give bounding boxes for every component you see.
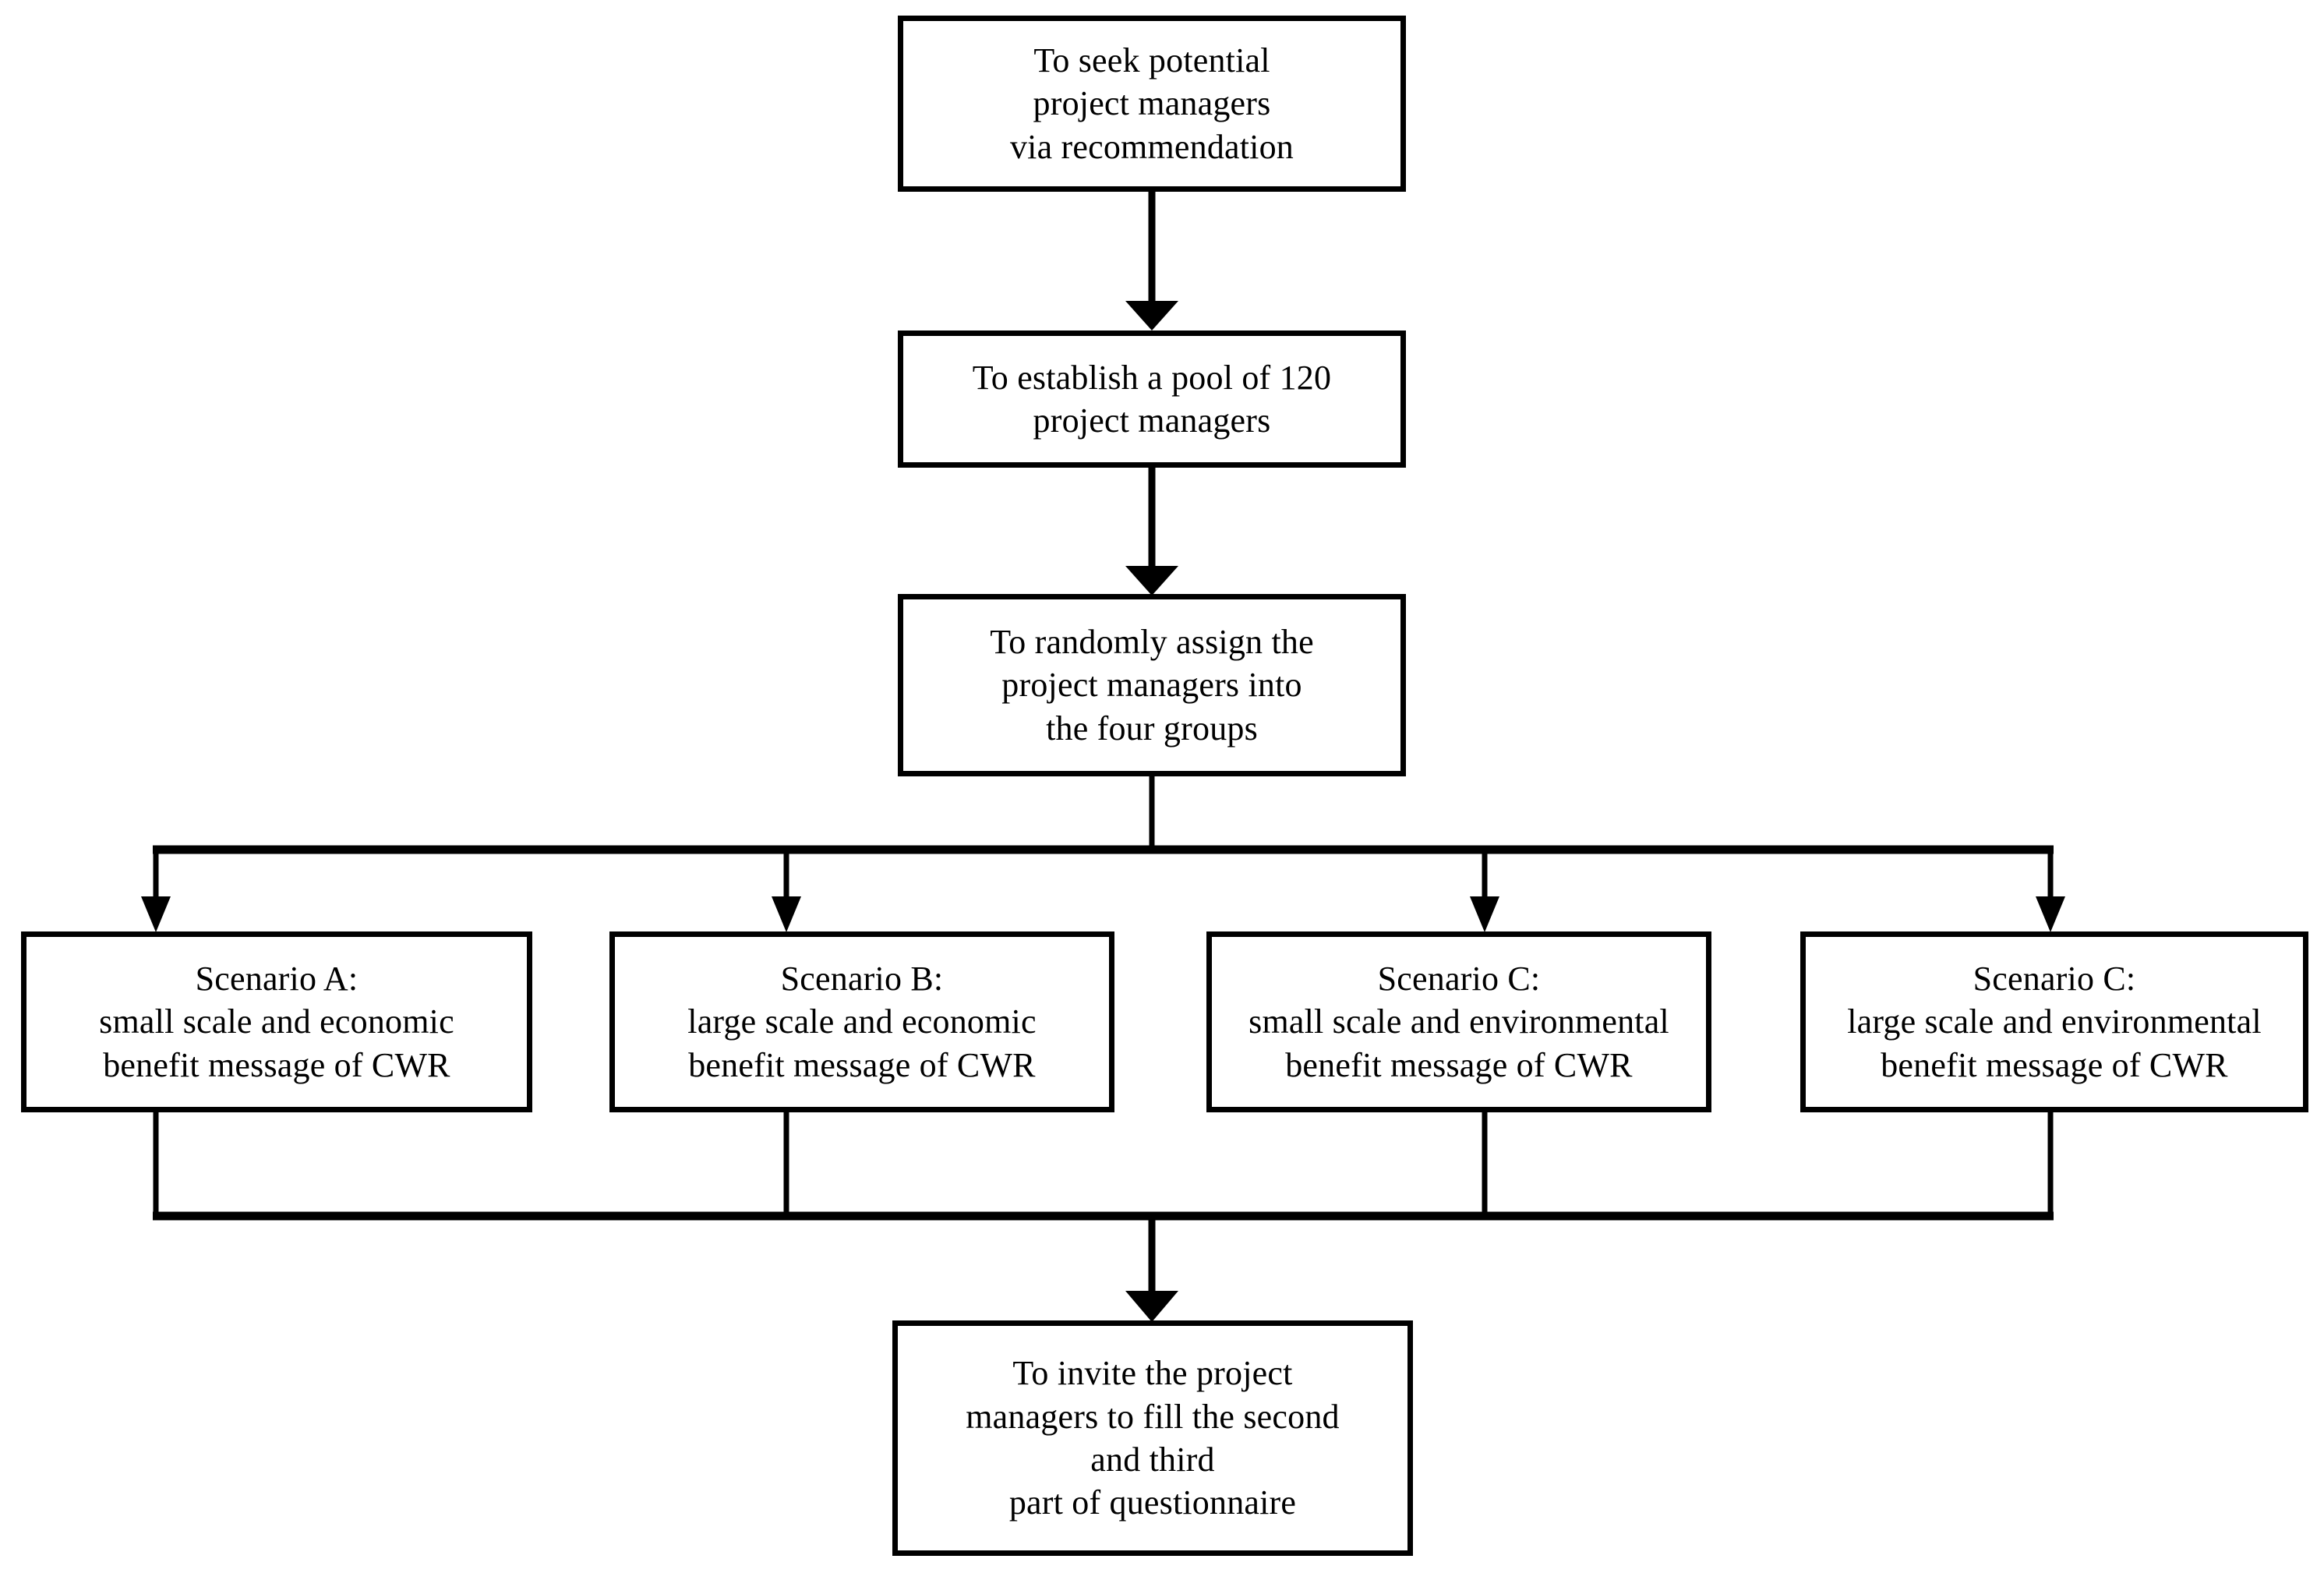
connector-split-to-scenario-c — [1470, 850, 1499, 932]
node-scenario-d-label: Scenario C: large scale and environmenta… — [1847, 959, 2262, 1084]
node-scenario-a-label: Scenario A: small scale and economic ben… — [99, 959, 454, 1084]
connector-split-to-scenario-a — [141, 850, 171, 932]
node-pool-label: To establish a pool of 120 project manag… — [972, 358, 1332, 440]
node-scenario-b-label: Scenario B: large scale and economic ben… — [687, 959, 1037, 1084]
node-scenario-d[interactable]: Scenario C: large scale and environmenta… — [1800, 931, 2308, 1112]
connector-split-to-scenario-d — [2036, 850, 2065, 932]
node-establish-pool[interactable]: To establish a pool of 120 project manag… — [898, 331, 1406, 468]
node-invite-to-questionnaire[interactable]: To invite the project managers to fill t… — [892, 1320, 1413, 1556]
node-assign-label: To randomly assign the project managers … — [990, 622, 1314, 748]
node-scenario-c[interactable]: Scenario C: small scale and environmenta… — [1206, 931, 1711, 1112]
node-invite-label: To invite the project managers to fill t… — [966, 1354, 1340, 1522]
node-randomly-assign[interactable]: To randomly assign the project managers … — [898, 594, 1406, 776]
connector-split-to-scenario-b — [772, 850, 801, 932]
node-seek-label: To seek potential project managers via r… — [1009, 41, 1294, 166]
connector-merge-to-invite — [1125, 1216, 1178, 1322]
node-scenario-c-label: Scenario C: small scale and environmenta… — [1249, 959, 1669, 1084]
node-scenario-a[interactable]: Scenario A: small scale and economic ben… — [21, 931, 532, 1112]
connector-pool-to-assign — [1125, 468, 1178, 596]
connector-seek-to-pool — [1125, 192, 1178, 331]
node-scenario-b[interactable]: Scenario B: large scale and economic ben… — [609, 931, 1114, 1112]
node-seek-potential-project-managers[interactable]: To seek potential project managers via r… — [898, 16, 1406, 192]
